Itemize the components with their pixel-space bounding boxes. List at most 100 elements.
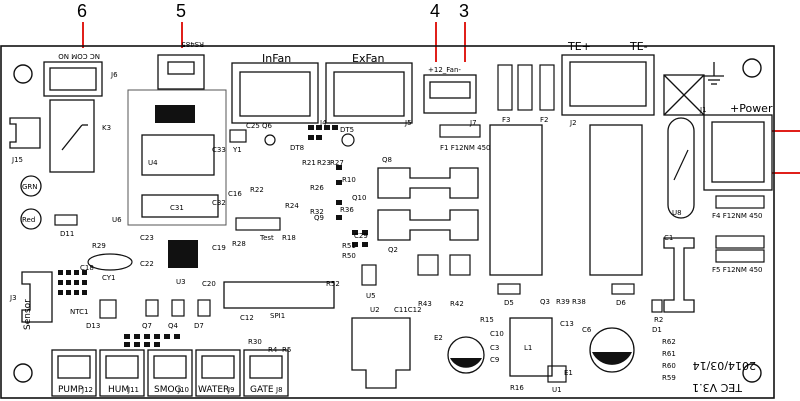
crystal-y1: [229, 129, 247, 143]
mount-hole: [742, 58, 762, 78]
j8-label: J8: [275, 386, 283, 394]
connector-j5-label: ExFan: [352, 52, 385, 65]
fuse-f2-label: F2: [540, 116, 548, 124]
ic-u4-label: U4: [148, 159, 158, 167]
relay-k3: [49, 99, 95, 173]
u6-label: U6: [112, 216, 122, 224]
diode-d5-label: D5: [504, 299, 514, 307]
callout-label-3: 3: [459, 1, 470, 21]
header-spi1-label: SPI1: [270, 312, 285, 320]
power-label: +Power: [730, 102, 773, 115]
fuse-f4: [715, 195, 765, 209]
connector-j3: [21, 271, 53, 323]
fuse-f5: [715, 235, 765, 249]
test-pad: [235, 217, 281, 231]
r60-label: R60: [662, 362, 676, 370]
resistor-r43-label: R43: [418, 300, 432, 308]
diode-d6: [611, 283, 635, 295]
r22-label: R22: [250, 186, 264, 194]
heatsink-part: [663, 237, 695, 313]
cap-e2-label: E2: [434, 334, 443, 342]
resistor-r23-label: R23: [317, 159, 331, 167]
c22-label: C22: [140, 260, 154, 268]
fuse-f3: [497, 64, 513, 111]
connector-j4-ref: J4: [319, 119, 327, 127]
connector-j7-label: +12_Fan-: [428, 66, 461, 74]
cap-c6-label: C6: [582, 326, 592, 334]
r39-label: R39: [556, 298, 570, 306]
component-u8-label: U8: [672, 209, 682, 217]
r36-label: R36: [340, 206, 354, 214]
te-plus-label: TE+: [567, 40, 591, 53]
ic-u3: [168, 240, 198, 268]
mosfet-q2-label: Q2: [388, 246, 398, 254]
diode-d13: [99, 299, 117, 319]
c20-label: C20: [202, 280, 216, 288]
q10-label: Q10: [352, 194, 366, 202]
c13-label: C13: [560, 320, 574, 328]
r52-label: R52: [326, 280, 340, 288]
ic-u5: [361, 264, 377, 286]
ic-u5-label: U5: [366, 292, 376, 300]
q9-label: Q9: [314, 214, 324, 222]
c29-label: C29: [354, 232, 368, 240]
resistor-r27-label: R27: [330, 159, 344, 167]
connector-j6: [43, 61, 103, 97]
transistor-q4: [171, 299, 185, 317]
resistor-r2: [651, 299, 663, 313]
ground-icon: [704, 62, 724, 85]
connector-j2-ref: J2: [569, 119, 577, 127]
connector-j3-label: J3: [9, 294, 17, 302]
led-green: [20, 175, 42, 197]
connector-j1-ref: J1: [699, 106, 707, 114]
fuse-f3-label: F3: [502, 116, 510, 124]
mosfet-q8-label: Q8: [382, 156, 392, 164]
pump-label: PUMP: [58, 385, 84, 395]
resistor-group-r21: [308, 125, 338, 140]
chip-top-u4: [155, 105, 195, 123]
mount-hole: [13, 363, 33, 383]
crystal-y1-label: Y1: [232, 146, 242, 154]
r24-label: R24: [285, 202, 299, 210]
c23-label: C23: [140, 234, 154, 242]
callout-label-5: 5: [176, 1, 187, 21]
connector-j5-exfan: [325, 62, 413, 124]
fuse-f1-label: F1 F12NM 450: [440, 144, 491, 152]
connector-j9-water: [195, 349, 241, 397]
led-green-label: GRN: [22, 183, 38, 191]
resistor-r21-label: R21: [302, 159, 316, 167]
te-minus-label: TE-: [629, 40, 648, 53]
cap-c33-label: C33: [212, 146, 226, 154]
connector-j5-ref: J5: [404, 119, 412, 127]
c10-label: C10: [490, 330, 504, 338]
r10-label: R10: [342, 176, 356, 184]
fuse-f2: [539, 64, 555, 111]
connector-j4-infan: [231, 62, 319, 124]
ic-u4: [141, 134, 215, 176]
c9-label: C9: [490, 356, 499, 364]
fuse-f4-label: F4 F12NM 450: [712, 212, 763, 220]
c3-label: C3: [490, 344, 499, 352]
r15-label: R15: [480, 316, 494, 324]
crystal-cy1: [87, 253, 133, 271]
board-outline: [0, 45, 775, 399]
r61-label: R61: [662, 350, 676, 358]
crystal-cy1-label: CY1: [102, 274, 116, 282]
connector-j15: [9, 117, 41, 149]
q4-label: Q4: [168, 322, 179, 330]
header-spi1: [223, 281, 335, 309]
connector-j8-gate: [243, 349, 289, 397]
connector-j2-te: [561, 54, 655, 116]
hum-label: HUM: [108, 385, 129, 395]
diode-d6-label: D6: [616, 299, 626, 307]
diode-d5: [497, 283, 521, 295]
mosfet-q8: [377, 167, 479, 199]
r30-label: R30: [248, 338, 262, 346]
dt8-part: [264, 134, 276, 146]
q-mid-group: [336, 165, 368, 247]
connector-j6-ref: J6: [110, 71, 118, 79]
r38-label: R38: [572, 298, 586, 306]
ic-u2: [351, 317, 411, 389]
d7-label: D7: [194, 322, 204, 330]
r51-label: R51: [342, 242, 356, 250]
